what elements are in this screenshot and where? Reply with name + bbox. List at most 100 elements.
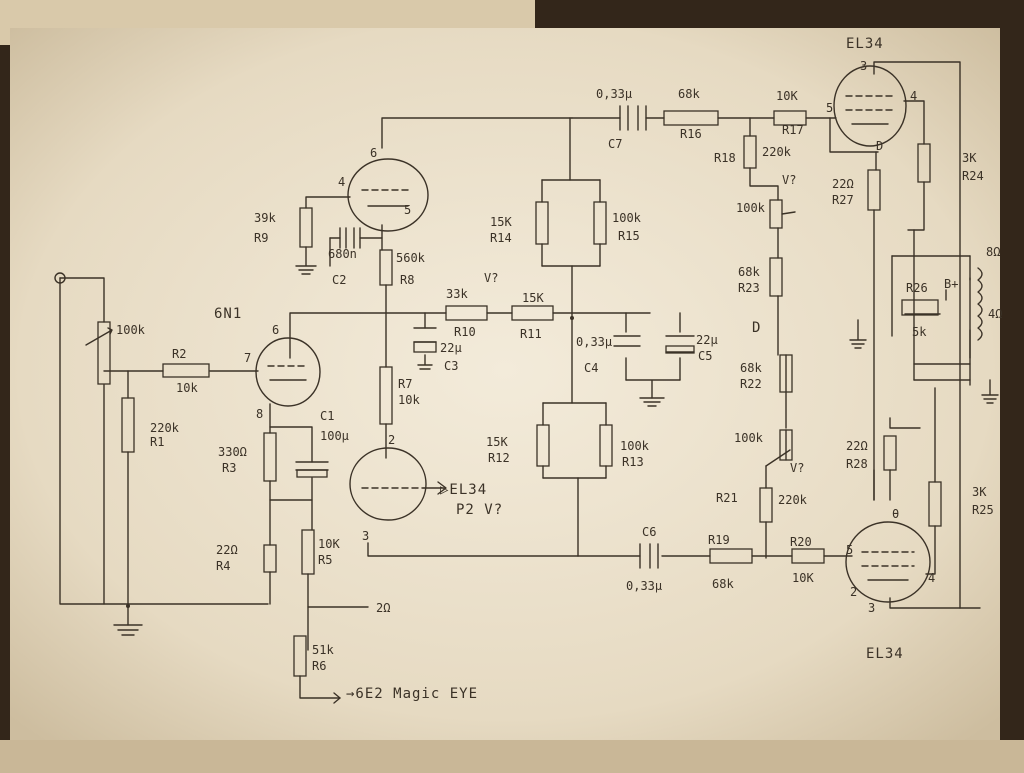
pot-vol-label: 100k [116,323,146,337]
junction-dot [570,316,574,320]
resistor-id: R15 [618,229,640,243]
tube-label-6n1: 6N1 [214,306,242,322]
resistor-r3 [263,432,277,482]
driver-label-p2: P2 V? [456,502,503,518]
junction-dot [126,604,130,608]
resistor-id: R4 [216,559,230,573]
capacitor-value: 680n [328,247,357,261]
capacitor-id: C7 [608,137,622,151]
resistor-r9 [299,207,313,248]
capacitor-value: 0,33μ [626,579,662,593]
resistor-id: R11 [520,327,542,341]
resistor-value: 330Ω [218,445,247,459]
resistor-r16 [663,110,719,126]
tube-envelope-6n1 [255,337,321,407]
resistor-value: 22Ω [832,177,854,191]
capacitor-value: 22μ [696,333,718,347]
speaker-8-label: 8Ω [986,245,1000,259]
resistor-value: 5k [912,325,927,339]
resistor-r7 [379,366,393,425]
pin-label: 3 [868,601,875,615]
capacitor-c6 [639,543,659,569]
resistor-r23 [769,257,783,297]
resistor-value: 10K [776,89,798,103]
resistor-vol [97,321,111,385]
ground-tap-label: 2Ω [376,601,390,615]
capacitors [54,105,983,608]
pin-label: 6 [370,146,377,160]
capacitor-id: C6 [642,525,656,539]
resistor-r11 [511,305,554,321]
resistor-id: R1 [150,435,164,449]
capacitor-value: 100μ [320,429,349,443]
capacitor-id: C5 [698,349,712,363]
tube-envelope-driver [349,447,427,521]
resistor-id: R6 [312,659,326,673]
resistor-r5 [301,529,315,575]
resistor-value: 33k [446,287,468,301]
tube-envelope-el34-top [833,65,907,147]
pin-label: 7 [244,351,251,365]
resistor-value: 10K [318,537,340,551]
resistor-id: R5 [318,553,332,567]
resistor-value: 15K [486,435,508,449]
resistor-id: R2 [172,347,186,361]
speaker-4-label: 4Ω [988,307,1002,321]
pin-label: 2 [388,433,395,447]
resistor-r25 [928,481,942,527]
resistor-value: 68k [738,265,760,279]
resistor-value: 22Ω [216,543,238,557]
test-point-v1: V? [484,271,498,285]
resistor-value: 220k [778,493,808,507]
resistor-r21 [759,487,773,523]
capacitor-c4 [613,335,641,347]
resistor-id: R20 [790,535,812,549]
resistor-pot-bias2 [779,429,793,461]
resistor-r27 [867,169,881,211]
tubes [255,65,931,603]
resistor-value: 68k [712,577,734,591]
resistor-r2 [162,363,210,378]
resistor-value: 3K [962,151,977,165]
resistor-r26 [901,299,939,316]
resistor-value: 68k [740,361,762,375]
pot-bias1-label: 100k [736,201,766,215]
resistor-id: R21 [716,491,738,505]
resistor-r17 [773,110,807,126]
resistor-r8 [379,249,393,286]
resistor-value: 10k [398,393,420,407]
capacitor-c5 [665,335,695,353]
capacitor-id: C3 [444,359,458,373]
capacitor-c2 [339,227,361,249]
resistor-id: R8 [400,273,414,287]
resistor-id: R25 [972,503,994,517]
resistor-id: R19 [708,533,730,547]
capacitor-value: 0,33μ [596,87,632,101]
pin-label: 5 [826,101,833,115]
capacitor-c7 [619,105,647,131]
capacitor-c1 [296,469,328,478]
pin-label: 2 [850,585,857,599]
resistor-id: R23 [738,281,760,295]
resistor-r4 [263,544,277,573]
capacitor-value: 0,33μ [576,335,612,349]
pin-label: 4 [928,571,935,585]
resistor-r28 [883,435,897,471]
test-point-d: D [752,320,761,336]
resistor-r20 [791,548,825,564]
resistor-id: R10 [454,325,476,339]
resistors [85,110,942,677]
capacitor-id: C4 [584,361,598,375]
resistor-value: 51k [312,643,334,657]
resistor-id: R26 [906,281,928,295]
tube-envelope-v1 [347,158,429,232]
capacitor-id: C1 [320,409,334,423]
pin-label: 5 [404,203,411,217]
transformer-coil [977,267,983,341]
test-point-v2: V? [782,173,796,187]
resistor-id: R3 [222,461,236,475]
resistor-r6 [293,635,307,677]
tube-label-el34-bottom: EL34 [866,646,904,662]
resistor-value: 3K [972,485,987,499]
